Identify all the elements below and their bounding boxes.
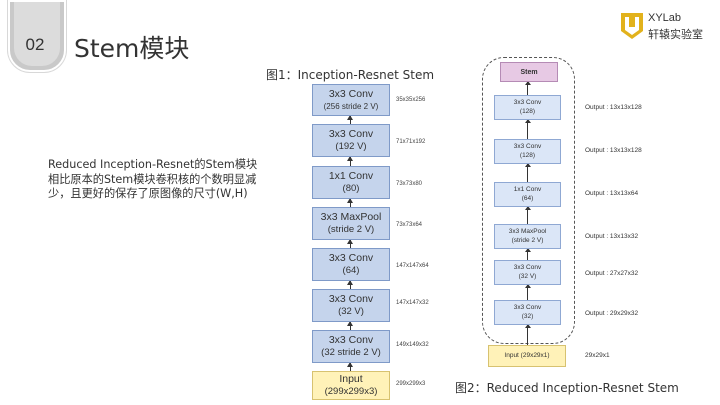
figure1-caption: 图1：Inception-Resnet Stem <box>266 68 435 82</box>
logo-text-cn: 轩辕实验室 <box>648 28 703 41</box>
flow-arrow <box>524 284 531 300</box>
fig1-dim-label: 35x35x256 <box>396 97 426 103</box>
fig2-block-conv-128b: 3x3 Conv (128) <box>494 139 561 164</box>
fig1-dim-label: 299x299x3 <box>396 381 426 387</box>
flow-arrow <box>347 362 353 371</box>
fig2-stem-boundary <box>482 57 575 344</box>
flow-arrow <box>524 206 531 224</box>
fig1-dim-label: 71x71x192 <box>396 139 426 145</box>
fig2-output-label: Output : 13x13x64 <box>585 190 639 197</box>
flow-arrow <box>347 280 353 289</box>
xylab-logo: XYLab 轩辕实验室 <box>619 11 719 43</box>
fig2-block-conv-128a: 3x3 Conv (128) <box>494 95 561 120</box>
fig1-block-maxpool: 3x3 MaxPool (stride 2 V) <box>312 207 390 240</box>
fig1-block-conv-192: 3x3 Conv (192 V) <box>312 124 390 157</box>
fig2-block-conv-64: 1x1 Conv (64) <box>494 182 561 207</box>
page-title: Stem模块 <box>74 34 190 63</box>
fig1-block-conv-80: 1x1 Conv (80) <box>312 166 390 199</box>
fig1-dim-label: 73x73x80 <box>396 181 423 187</box>
figure2-caption: 图2：Reduced Inception-Resnet Stem <box>455 381 679 395</box>
fig2-block-maxpool: 3x3 MaxPool (stride 2 V) <box>494 224 561 249</box>
flow-arrow <box>347 239 353 248</box>
fig2-block-conv-32v: 3x3 Conv (32 V) <box>494 260 561 285</box>
logo-text-en: XYLab <box>648 12 682 24</box>
fig2-output-label: Output : 13x13x128 <box>585 104 642 111</box>
flow-arrow <box>347 198 353 207</box>
fig2-output-label: Output : 13x13x128 <box>585 147 642 154</box>
fig2-block-input: Input (29x29x1) <box>488 345 566 367</box>
fig1-dim-label: 147x147x32 <box>396 300 429 306</box>
fig2-stem-label: Stem <box>500 62 558 82</box>
fig1-block-conv-32v: 3x3 Conv (32 V) <box>312 289 390 322</box>
flow-arrow <box>524 81 531 95</box>
fig1-block-conv-32s2: 3x3 Conv (32 stride 2 V) <box>312 330 390 363</box>
fig1-block-conv-64: 3x3 Conv (64) <box>312 248 390 281</box>
fig1-block-conv-256: 3x3 Conv (256 stride 2 V) <box>312 84 390 116</box>
flow-arrow <box>524 248 531 260</box>
fig1-dim-label: 147x147x64 <box>396 263 429 269</box>
fig2-output-label: 29x29x1 <box>585 352 610 359</box>
section-number-tab <box>8 0 66 72</box>
flow-arrow <box>524 324 531 345</box>
fig2-output-label: Output : 29x29x32 <box>585 310 639 317</box>
section-number: 02 <box>25 35 45 54</box>
fig2-block-conv-32: 3x3 Conv (32) <box>494 300 561 325</box>
xylab-logo-icon <box>621 13 643 39</box>
fig2-output-label: Output : 13x13x32 <box>585 233 639 240</box>
fig1-dim-label: 149x149x32 <box>396 342 429 348</box>
fig1-block-input: Input (299x299x3) <box>312 371 390 400</box>
fig1-dim-label: 73x73x64 <box>396 222 423 228</box>
flow-arrow <box>347 321 353 330</box>
flow-arrow <box>347 115 353 124</box>
fig2-output-label: Output : 27x27x32 <box>585 270 639 277</box>
flow-arrow <box>524 119 531 139</box>
flow-arrow <box>347 156 353 166</box>
description-text: Reduced Inception-Resnet的Stem模块相比原本的Stem… <box>48 158 258 200</box>
flow-arrow <box>524 163 531 182</box>
